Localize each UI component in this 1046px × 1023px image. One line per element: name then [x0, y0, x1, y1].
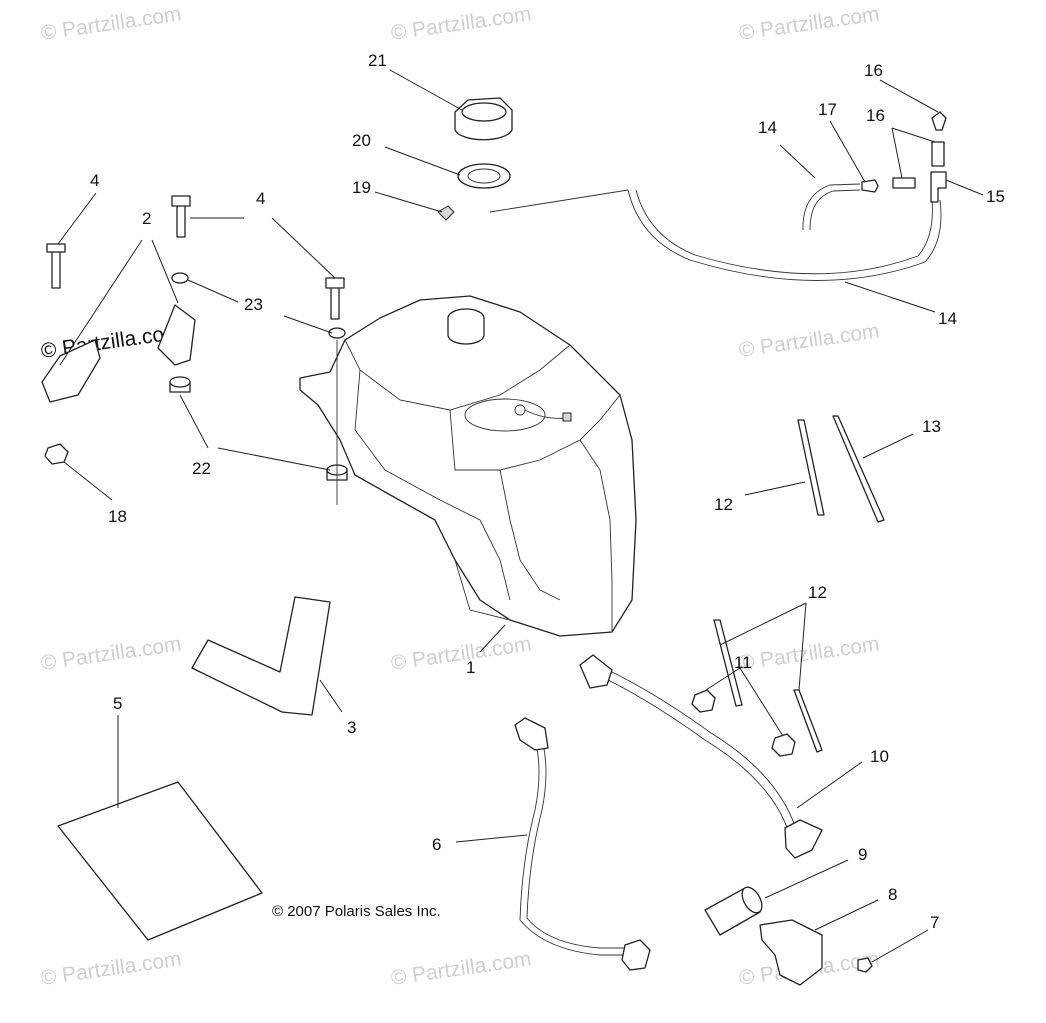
callout-23: 23 [244, 295, 263, 314]
watermark: © Partzilla.com [737, 2, 880, 44]
watermark: © Partzilla.com [389, 2, 532, 44]
callout-19: 19 [352, 178, 371, 197]
watermark: © Partzilla.com [389, 632, 532, 674]
callout-3: 3 [347, 718, 356, 737]
callout-2: 2 [142, 209, 151, 228]
bracket-parts [41, 195, 348, 505]
callout-13: 13 [922, 417, 941, 436]
fuel-line-parts [514, 654, 823, 971]
callout-9: 9 [858, 845, 867, 864]
callout-16: 16 [864, 61, 883, 80]
watermark: © Partzilla.com [39, 947, 182, 989]
leader-lines [57, 69, 984, 963]
callout-15: 15 [986, 187, 1005, 206]
callout-20: 20 [352, 131, 371, 150]
callout-22: 22 [192, 459, 211, 478]
cap-parts [437, 97, 513, 221]
callout-17: 16 [866, 106, 885, 125]
callout-12: 12 [714, 495, 733, 514]
watermark: © Partzilla.com [39, 632, 182, 674]
callout-4: 4 [256, 189, 265, 208]
pad-parts [57, 596, 331, 941]
fuel-tank-part [299, 295, 637, 637]
callout-12: 12 [808, 583, 827, 602]
callout-6: 6 [432, 835, 441, 854]
callout-11: 11 [734, 653, 752, 672]
callout-10: 10 [870, 747, 889, 766]
copyright-text: © 2007 Polaris Sales Inc. [272, 903, 441, 920]
watermark: © Partzilla.com [737, 632, 880, 674]
callout-14: 14 [938, 309, 957, 328]
callout-8: 8 [888, 885, 897, 904]
callout-16: 17 [818, 100, 837, 119]
vent-hose-parts [489, 111, 947, 281]
callout-14: 14 [758, 118, 777, 137]
watermark: © Partzilla.com [737, 319, 880, 361]
callout-1: 1 [466, 658, 475, 677]
callouts: 4 2 4 23 22 18 21 20 19 14 17 16 16 15 1… [90, 51, 1005, 932]
strap-parts [713, 415, 885, 753]
watermark: © Partzilla.com [39, 2, 182, 44]
filter-parts [704, 886, 873, 986]
callout-7: 7 [930, 913, 939, 932]
callout-5: 5 [113, 694, 122, 713]
watermark: © Partzilla.com [389, 947, 532, 989]
nut-parts [691, 689, 796, 757]
callout-18: 18 [108, 507, 127, 526]
callout-21: 21 [368, 51, 387, 70]
callout-4: 4 [90, 171, 99, 190]
